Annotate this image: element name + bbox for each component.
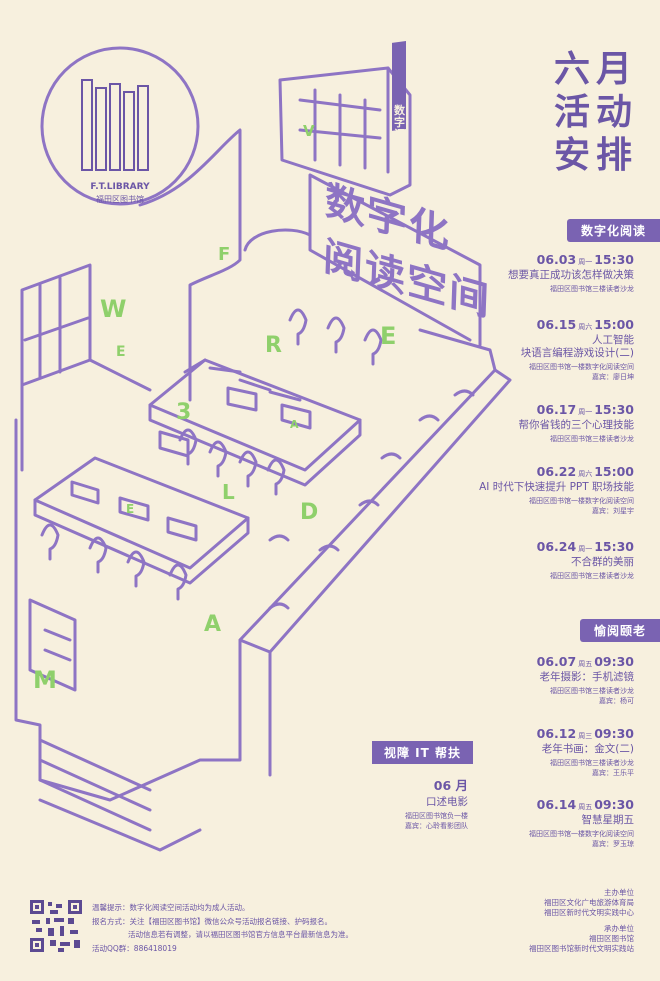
event-place: 福田区图书馆一楼数字化阅读空间 (529, 830, 634, 838)
logo-circle (40, 46, 200, 206)
footer-signup: 报名方式：关注【福田区图书馆】微信公众号活动报名链接、护码报名。 (92, 916, 332, 926)
title-line-1: 六月 (553, 49, 638, 90)
host-label: 主办单位 (604, 888, 634, 897)
event-place: 福田区图书馆三楼读者沙龙 (550, 435, 634, 443)
event-title: 口述电影 (426, 796, 468, 808)
organizers: 主办单位 福田区文化广电旅游体育局 福田区新时代文明实践中心 承办单位 福田区图… (434, 888, 634, 954)
logo-name-en: F.T.LIBRARY (90, 182, 150, 192)
floor-outline (14, 328, 497, 802)
footer-tip: 温馨提示：数字化阅读空间活动均为成人活动。 (92, 903, 250, 912)
page-title: 六月 活动 安排 (554, 48, 638, 177)
letter-d: D (300, 500, 319, 525)
letter-a-2: A (204, 612, 222, 637)
event-place: 福田区图书馆三楼读者沙龙 (550, 759, 634, 767)
event-place: 福田区图书馆一楼数字化阅读空间 (529, 497, 634, 505)
event-guest: 嘉宾：廖日坤 (592, 373, 634, 381)
host-1: 福田区文化广电旅游体育局 (544, 898, 634, 907)
event-guest: 嘉宾：王乐平 (592, 769, 634, 777)
event-title: 想要真正成功该怎样做决策 (508, 269, 634, 281)
section-digital-label: 数字化阅读 (566, 219, 660, 242)
letter-e-1: E (116, 344, 126, 360)
event-visual-june[interactable]: 06 月 口述电影 福田区图书馆负一楼 嘉宾：心聆看影团队 (168, 775, 468, 831)
event-guest: 嘉宾：罗玉琼 (592, 840, 634, 848)
letter-r: R (265, 333, 282, 358)
event-title-2: 块语言编程游戏设计(二) (520, 347, 634, 359)
letter-e-2: E (380, 322, 397, 350)
event-guest: 嘉宾：刘星宇 (592, 507, 634, 515)
signboard (278, 66, 412, 197)
section-visual-label: 视障 IT 帮扶 (372, 741, 474, 764)
logo-name-cn: 福田区图书馆 (96, 195, 144, 204)
event-title: 不合群的美丽 (571, 556, 634, 568)
event-guest: 嘉宾：心聆看影团队 (405, 822, 468, 830)
host-2: 福田区新时代文明实践中心 (544, 908, 634, 917)
letter-f: F (218, 244, 231, 265)
event-place: 福田区图书馆负一楼 (405, 812, 468, 820)
event-title: 智慧星期五 (581, 814, 635, 826)
letter-3: 3 (176, 400, 192, 425)
letter-l: L (222, 480, 235, 504)
event-title: 老年摄影：手机滤镜 (539, 671, 635, 683)
event-date: 06 月 (433, 778, 468, 793)
letter-m: M (33, 666, 57, 694)
event-place: 福田区图书馆三楼读者沙龙 (550, 687, 634, 695)
sign-text: 数字阅读 (394, 104, 405, 153)
footer-change: 活动信息若有调整，请以福田区图书馆官方信息平台最新信息为准。 (128, 930, 353, 939)
event-title: AI 时代下快速提升 PPT 职场技能 (479, 481, 634, 493)
footer-notes: 温馨提示：数字化阅读空间活动均为成人活动。 报名方式：关注【福田区图书馆】微信公… (92, 901, 422, 955)
org-1: 福田区图书馆 (589, 934, 634, 943)
event-place: 福田区图书馆一楼数字化阅读空间 (529, 363, 634, 371)
event-guest: 嘉宾：杨可 (599, 697, 634, 705)
event-title: 老年书画：金文(二) (541, 743, 634, 755)
desk-lower (33, 456, 250, 570)
letter-w: W (100, 295, 127, 323)
title-line-2: 活动 (553, 92, 638, 133)
org-label: 承办单位 (604, 924, 634, 933)
letter-a-1: A (290, 418, 299, 431)
org-2: 福田区图书馆新时代文明实践站 (529, 944, 634, 953)
title-line-3: 安排 (553, 135, 638, 176)
event-place: 福田区图书馆三楼读者沙龙 (550, 572, 634, 580)
event-title: 帮你省钱的三个心理技能 (518, 419, 635, 431)
footer-qq: 活动QQ群：886418019 (92, 943, 177, 953)
event-title: 人工智能 (592, 334, 634, 346)
event-place: 福田区图书馆三楼读者沙龙 (550, 285, 634, 293)
section-elder-label: 愉阅颐老 (579, 619, 660, 642)
qr-code[interactable] (30, 900, 82, 952)
letter-v: V (303, 122, 315, 140)
letter-e-3: E (126, 502, 135, 516)
